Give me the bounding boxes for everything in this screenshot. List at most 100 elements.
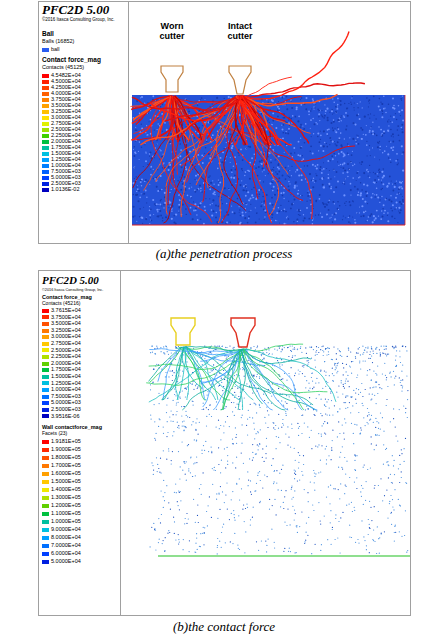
particle bbox=[385, 353, 386, 354]
particle bbox=[205, 198, 206, 199]
particle bbox=[206, 141, 208, 143]
particle bbox=[394, 209, 395, 210]
particle bbox=[337, 141, 339, 143]
particle bbox=[347, 115, 349, 117]
particle bbox=[397, 159, 399, 161]
particle bbox=[135, 129, 137, 131]
particle bbox=[142, 194, 143, 195]
particle bbox=[154, 353, 155, 354]
particle bbox=[341, 120, 342, 121]
particle bbox=[310, 198, 311, 199]
force-chain bbox=[177, 96, 239, 142]
particle bbox=[279, 366, 280, 367]
particle bbox=[271, 465, 272, 466]
particle bbox=[360, 354, 361, 355]
particle bbox=[288, 130, 289, 131]
particle bbox=[298, 174, 300, 176]
particle bbox=[300, 147, 302, 149]
particle bbox=[368, 99, 370, 101]
particle bbox=[307, 165, 309, 167]
particle bbox=[302, 155, 303, 156]
particle bbox=[263, 358, 264, 359]
particle bbox=[293, 198, 295, 200]
particle bbox=[391, 216, 393, 218]
particle bbox=[199, 136, 200, 137]
particle bbox=[347, 108, 348, 109]
particle bbox=[145, 143, 146, 144]
particle bbox=[379, 146, 381, 148]
particle bbox=[133, 149, 134, 150]
particle bbox=[382, 177, 384, 179]
particle bbox=[343, 433, 344, 434]
particle bbox=[366, 184, 368, 186]
particle bbox=[314, 107, 315, 108]
particle bbox=[342, 172, 344, 174]
particle bbox=[332, 114, 333, 115]
particle bbox=[291, 489, 292, 490]
particle bbox=[340, 117, 342, 119]
particle bbox=[338, 128, 340, 130]
particle bbox=[133, 146, 135, 148]
particle bbox=[154, 153, 155, 154]
particle bbox=[272, 124, 273, 125]
particle bbox=[280, 205, 281, 206]
particle bbox=[189, 417, 190, 418]
particle bbox=[349, 215, 351, 217]
particle bbox=[387, 185, 389, 187]
particle bbox=[329, 408, 330, 409]
particle bbox=[333, 119, 334, 120]
particle bbox=[194, 191, 196, 193]
particle bbox=[380, 189, 382, 191]
particle bbox=[310, 110, 312, 112]
particle bbox=[393, 105, 395, 107]
particle bbox=[355, 456, 356, 457]
particle bbox=[304, 543, 305, 544]
particle bbox=[387, 121, 388, 122]
particle bbox=[212, 199, 214, 201]
particle bbox=[288, 176, 289, 177]
particle bbox=[178, 212, 179, 213]
particle bbox=[184, 176, 185, 177]
particle bbox=[216, 212, 218, 214]
particle bbox=[243, 463, 244, 464]
particle bbox=[312, 186, 314, 188]
particle bbox=[143, 166, 144, 167]
particle bbox=[272, 204, 274, 206]
particle bbox=[200, 187, 202, 189]
particle bbox=[402, 95, 403, 96]
particle bbox=[235, 169, 237, 171]
particle bbox=[384, 150, 386, 152]
particle bbox=[402, 181, 403, 182]
particle bbox=[366, 97, 368, 99]
particle bbox=[212, 210, 214, 212]
particle bbox=[354, 186, 356, 188]
particle bbox=[174, 388, 175, 389]
particle bbox=[220, 157, 222, 159]
particle bbox=[149, 209, 151, 211]
particle bbox=[372, 130, 374, 132]
particle bbox=[209, 187, 211, 189]
particle bbox=[280, 192, 282, 194]
particle bbox=[293, 221, 295, 223]
particle bbox=[396, 185, 397, 186]
particle bbox=[263, 352, 264, 353]
particle bbox=[141, 217, 143, 219]
particle bbox=[355, 143, 357, 145]
particle bbox=[175, 213, 177, 215]
particle bbox=[318, 214, 320, 216]
particle bbox=[194, 137, 196, 139]
particle bbox=[344, 457, 345, 458]
particle bbox=[315, 200, 317, 202]
particle bbox=[195, 209, 197, 211]
particle bbox=[321, 110, 322, 111]
particle bbox=[245, 190, 247, 192]
particle bbox=[172, 208, 173, 209]
particle bbox=[255, 207, 256, 208]
particle bbox=[259, 160, 261, 162]
particle bbox=[390, 129, 392, 131]
particle bbox=[286, 415, 287, 416]
particle bbox=[136, 221, 137, 222]
particle bbox=[204, 99, 205, 100]
particle bbox=[331, 400, 332, 401]
particle bbox=[159, 403, 160, 404]
